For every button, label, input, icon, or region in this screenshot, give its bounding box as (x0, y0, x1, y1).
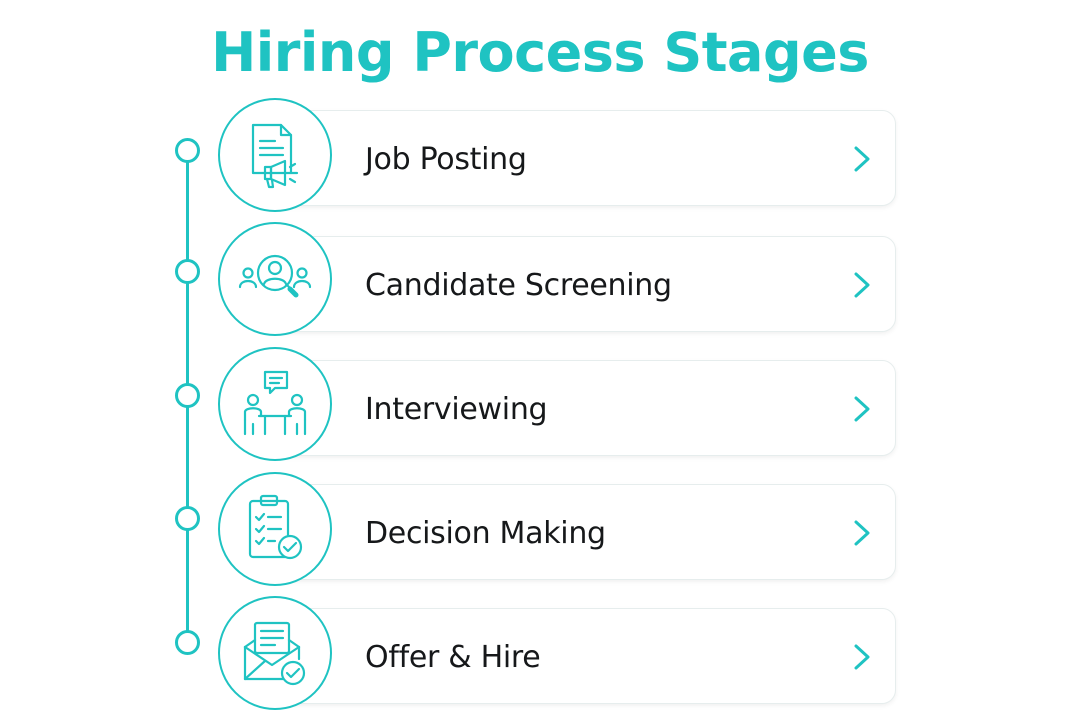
chevron-right-icon[interactable] (849, 393, 875, 425)
icon-circle (218, 472, 332, 586)
people-magnifier-icon (238, 254, 312, 298)
diagram-title: Hiring Process Stages (211, 21, 869, 84)
envelope-check-icon (243, 621, 306, 686)
stage-card-offer-hire[interactable]: Offer & Hire (272, 608, 896, 704)
document-megaphone-icon (251, 123, 299, 189)
timeline-dot (175, 138, 200, 163)
stage-label: Decision Making (365, 515, 606, 551)
chevron-right-icon[interactable] (849, 517, 875, 549)
chevron-right-icon[interactable] (849, 641, 875, 673)
stage-card-candidate-screening[interactable]: Candidate Screening (272, 236, 896, 332)
icon-circle (218, 596, 332, 710)
chevron-right-icon[interactable] (849, 143, 875, 175)
icon-circle (218, 98, 332, 212)
timeline-dot (175, 630, 200, 655)
checklist-clipboard-icon (248, 494, 303, 560)
stage-label: Offer & Hire (365, 639, 541, 675)
chevron-right-icon[interactable] (849, 269, 875, 301)
stage-label: Interviewing (365, 391, 548, 427)
stage-card-decision-making[interactable]: Decision Making (272, 484, 896, 580)
timeline-dot (175, 259, 200, 284)
icon-circle (218, 347, 332, 461)
timeline-dot (175, 506, 200, 531)
timeline-dot (175, 383, 200, 408)
stage-label: Job Posting (365, 141, 527, 177)
stage-card-job-posting[interactable]: Job Posting (272, 110, 896, 206)
interview-meeting-icon (243, 370, 307, 436)
icon-circle (218, 222, 332, 336)
stage-card-interviewing[interactable]: Interviewing (272, 360, 896, 456)
stage-label: Candidate Screening (365, 267, 672, 303)
